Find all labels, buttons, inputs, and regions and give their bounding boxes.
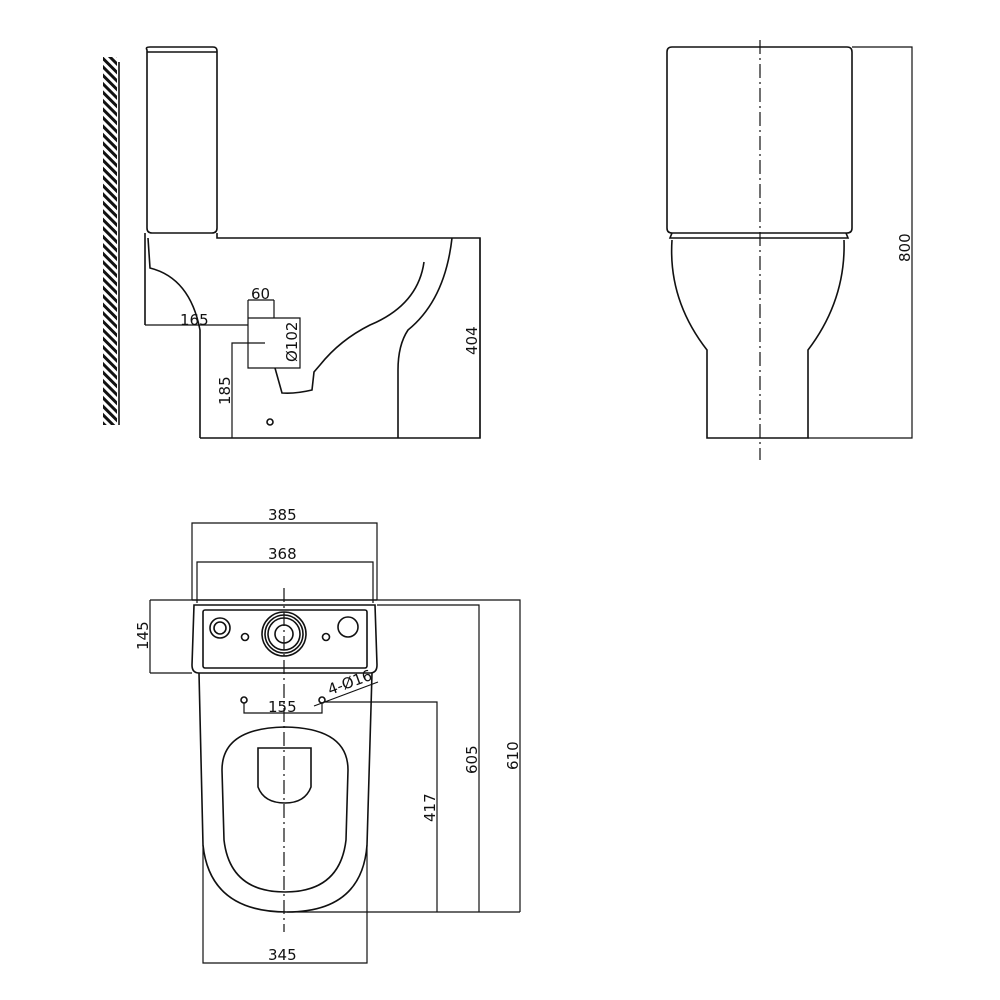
trapway	[274, 261, 425, 394]
fixing-hole	[266, 418, 274, 426]
cistern-top	[191, 604, 378, 674]
dim-185: 185	[216, 376, 234, 405]
dim-385: 385	[268, 506, 297, 524]
dim-60: 60	[251, 285, 270, 303]
front-view: 800	[666, 40, 914, 460]
dim-155: 155	[268, 698, 297, 716]
side-view: 60 165 Ø102 185 404	[103, 46, 481, 439]
dim-102: Ø102	[283, 322, 301, 362]
wall-hatch	[103, 57, 117, 425]
dim-800: 800	[896, 233, 914, 262]
pan-front	[670, 239, 845, 439]
dim-610: 610	[504, 741, 522, 770]
cistern	[145, 46, 218, 234]
dim-4-16: 4-Ø16	[325, 666, 374, 699]
seat	[221, 726, 349, 893]
dim-145: 145	[134, 621, 152, 650]
dim-605: 605	[463, 745, 481, 774]
top-view: 385 368 155 4-Ø16 145 417 605 610 345	[134, 506, 522, 964]
seat-lid-detail	[257, 747, 312, 804]
dim-368: 368	[268, 545, 297, 563]
cistern-front	[666, 46, 853, 234]
dim-165: 165	[180, 311, 209, 329]
dim-345: 345	[268, 946, 297, 964]
dim-417: 417	[421, 793, 439, 822]
pan-outline	[200, 233, 481, 439]
pan-front-curve	[397, 237, 453, 438]
cistern-lid	[202, 609, 368, 669]
dim-404: 404	[463, 326, 481, 355]
